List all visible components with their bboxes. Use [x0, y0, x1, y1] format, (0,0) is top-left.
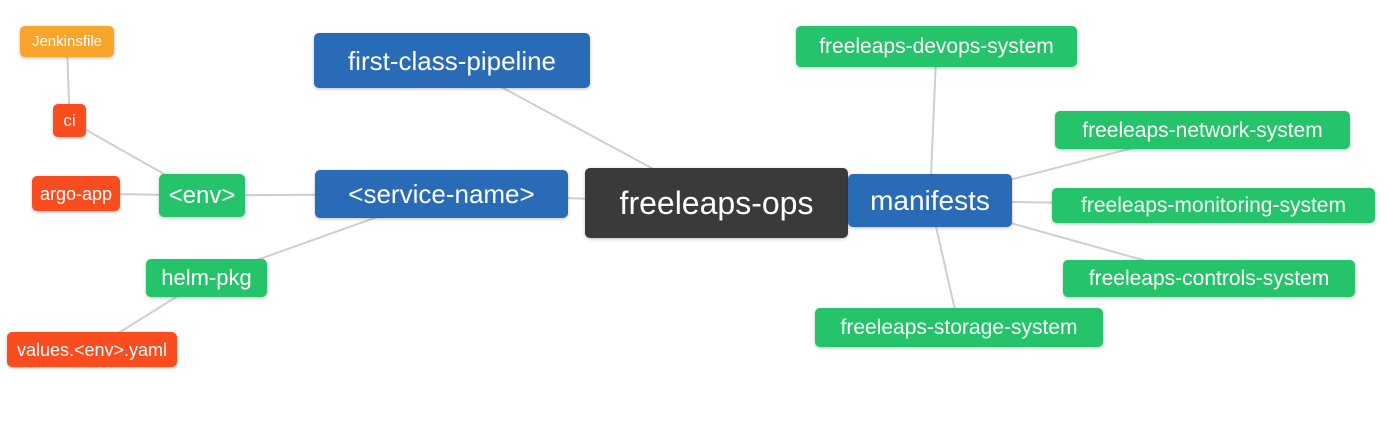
node-manifests[interactable]: manifests: [848, 174, 1012, 227]
node-freeleaps-devops-system[interactable]: freeleaps-devops-system: [796, 26, 1077, 67]
node-ci[interactable]: ci: [53, 104, 86, 137]
node-values-env-yaml[interactable]: values.<env>.yaml: [7, 332, 177, 367]
node-freeleaps-ops[interactable]: freeleaps-ops: [585, 168, 848, 238]
node-service-name[interactable]: <service-name>: [315, 170, 568, 218]
node-freeleaps-storage-system[interactable]: freeleaps-storage-system: [815, 308, 1103, 347]
node-argo-app[interactable]: argo-app: [32, 176, 120, 211]
node-env[interactable]: <env>: [159, 174, 245, 217]
node-jenkinsfile[interactable]: Jenkinsfile: [20, 26, 114, 57]
node-first-class-pipeline[interactable]: first-class-pipeline: [314, 33, 590, 88]
node-freeleaps-network-system[interactable]: freeleaps-network-system: [1055, 111, 1350, 149]
node-helm-pkg[interactable]: helm-pkg: [146, 259, 267, 297]
node-freeleaps-monitoring-system[interactable]: freeleaps-monitoring-system: [1052, 188, 1375, 223]
node-freeleaps-controls-system[interactable]: freeleaps-controls-system: [1063, 260, 1355, 297]
